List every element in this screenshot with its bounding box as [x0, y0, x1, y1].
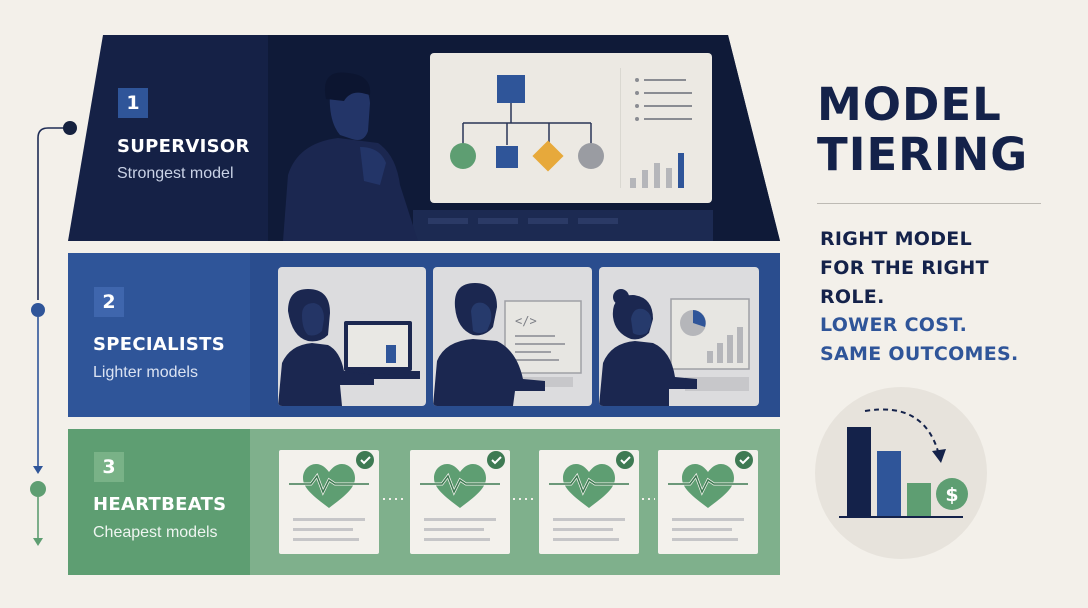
monitor-sidebar-list: [620, 68, 692, 188]
tagline-line5: SAME OUTCOMES.: [820, 343, 1019, 365]
tagline-line1: RIGHT MODEL: [820, 228, 972, 250]
tagline-cost: LOWER COST. SAME OUTCOMES.: [820, 311, 1019, 369]
page-title-line1: MODEL: [817, 78, 1002, 131]
tier-subtitle-supervisor: Strongest model: [117, 165, 234, 182]
tier-number-1: 1: [118, 88, 148, 118]
tier-number-3: 3: [94, 452, 124, 482]
tier-number-2: 2: [94, 287, 124, 317]
dollar-coin-icon: $: [936, 478, 968, 510]
svg-text:$: $: [945, 484, 958, 506]
specialist-panel-3: [599, 267, 759, 406]
specialist-panel-1: [278, 267, 426, 406]
timeline-node-supervisor: [63, 121, 77, 135]
page-title-line2: TIERING: [817, 128, 1029, 181]
timeline-node-specialists: [31, 303, 45, 317]
specialist-panel-2: </>: [433, 267, 592, 406]
tier-name-supervisor: SUPERVISOR: [117, 136, 250, 157]
hierarchy-diagram-icon: [450, 75, 604, 172]
tagline-line4: LOWER COST.: [820, 314, 968, 336]
tier-name-specialists: SPECIALISTS: [93, 334, 225, 355]
tier-subtitle-heartbeats: Cheapest models: [93, 524, 218, 541]
cost-bar-chart-icon: $: [815, 387, 987, 559]
tagline-line2: FOR THE RIGHT: [820, 257, 989, 279]
tagline-line3: ROLE.: [820, 286, 885, 308]
tier-name-heartbeats: HEARTBEATS: [93, 494, 227, 515]
heartbeat-cards: [277, 448, 760, 556]
tier-timeline: [30, 121, 77, 546]
timeline-node-heartbeats: [30, 481, 46, 497]
code-icon: </>: [515, 314, 537, 328]
timeline-connector-top: [37, 127, 70, 300]
page-title: MODEL TIERING: [817, 80, 1028, 180]
tagline: RIGHT MODEL FOR THE RIGHT ROLE.: [820, 225, 989, 312]
title-divider: [817, 203, 1041, 204]
tier-subtitle-specialists: Lighter models: [93, 364, 198, 381]
